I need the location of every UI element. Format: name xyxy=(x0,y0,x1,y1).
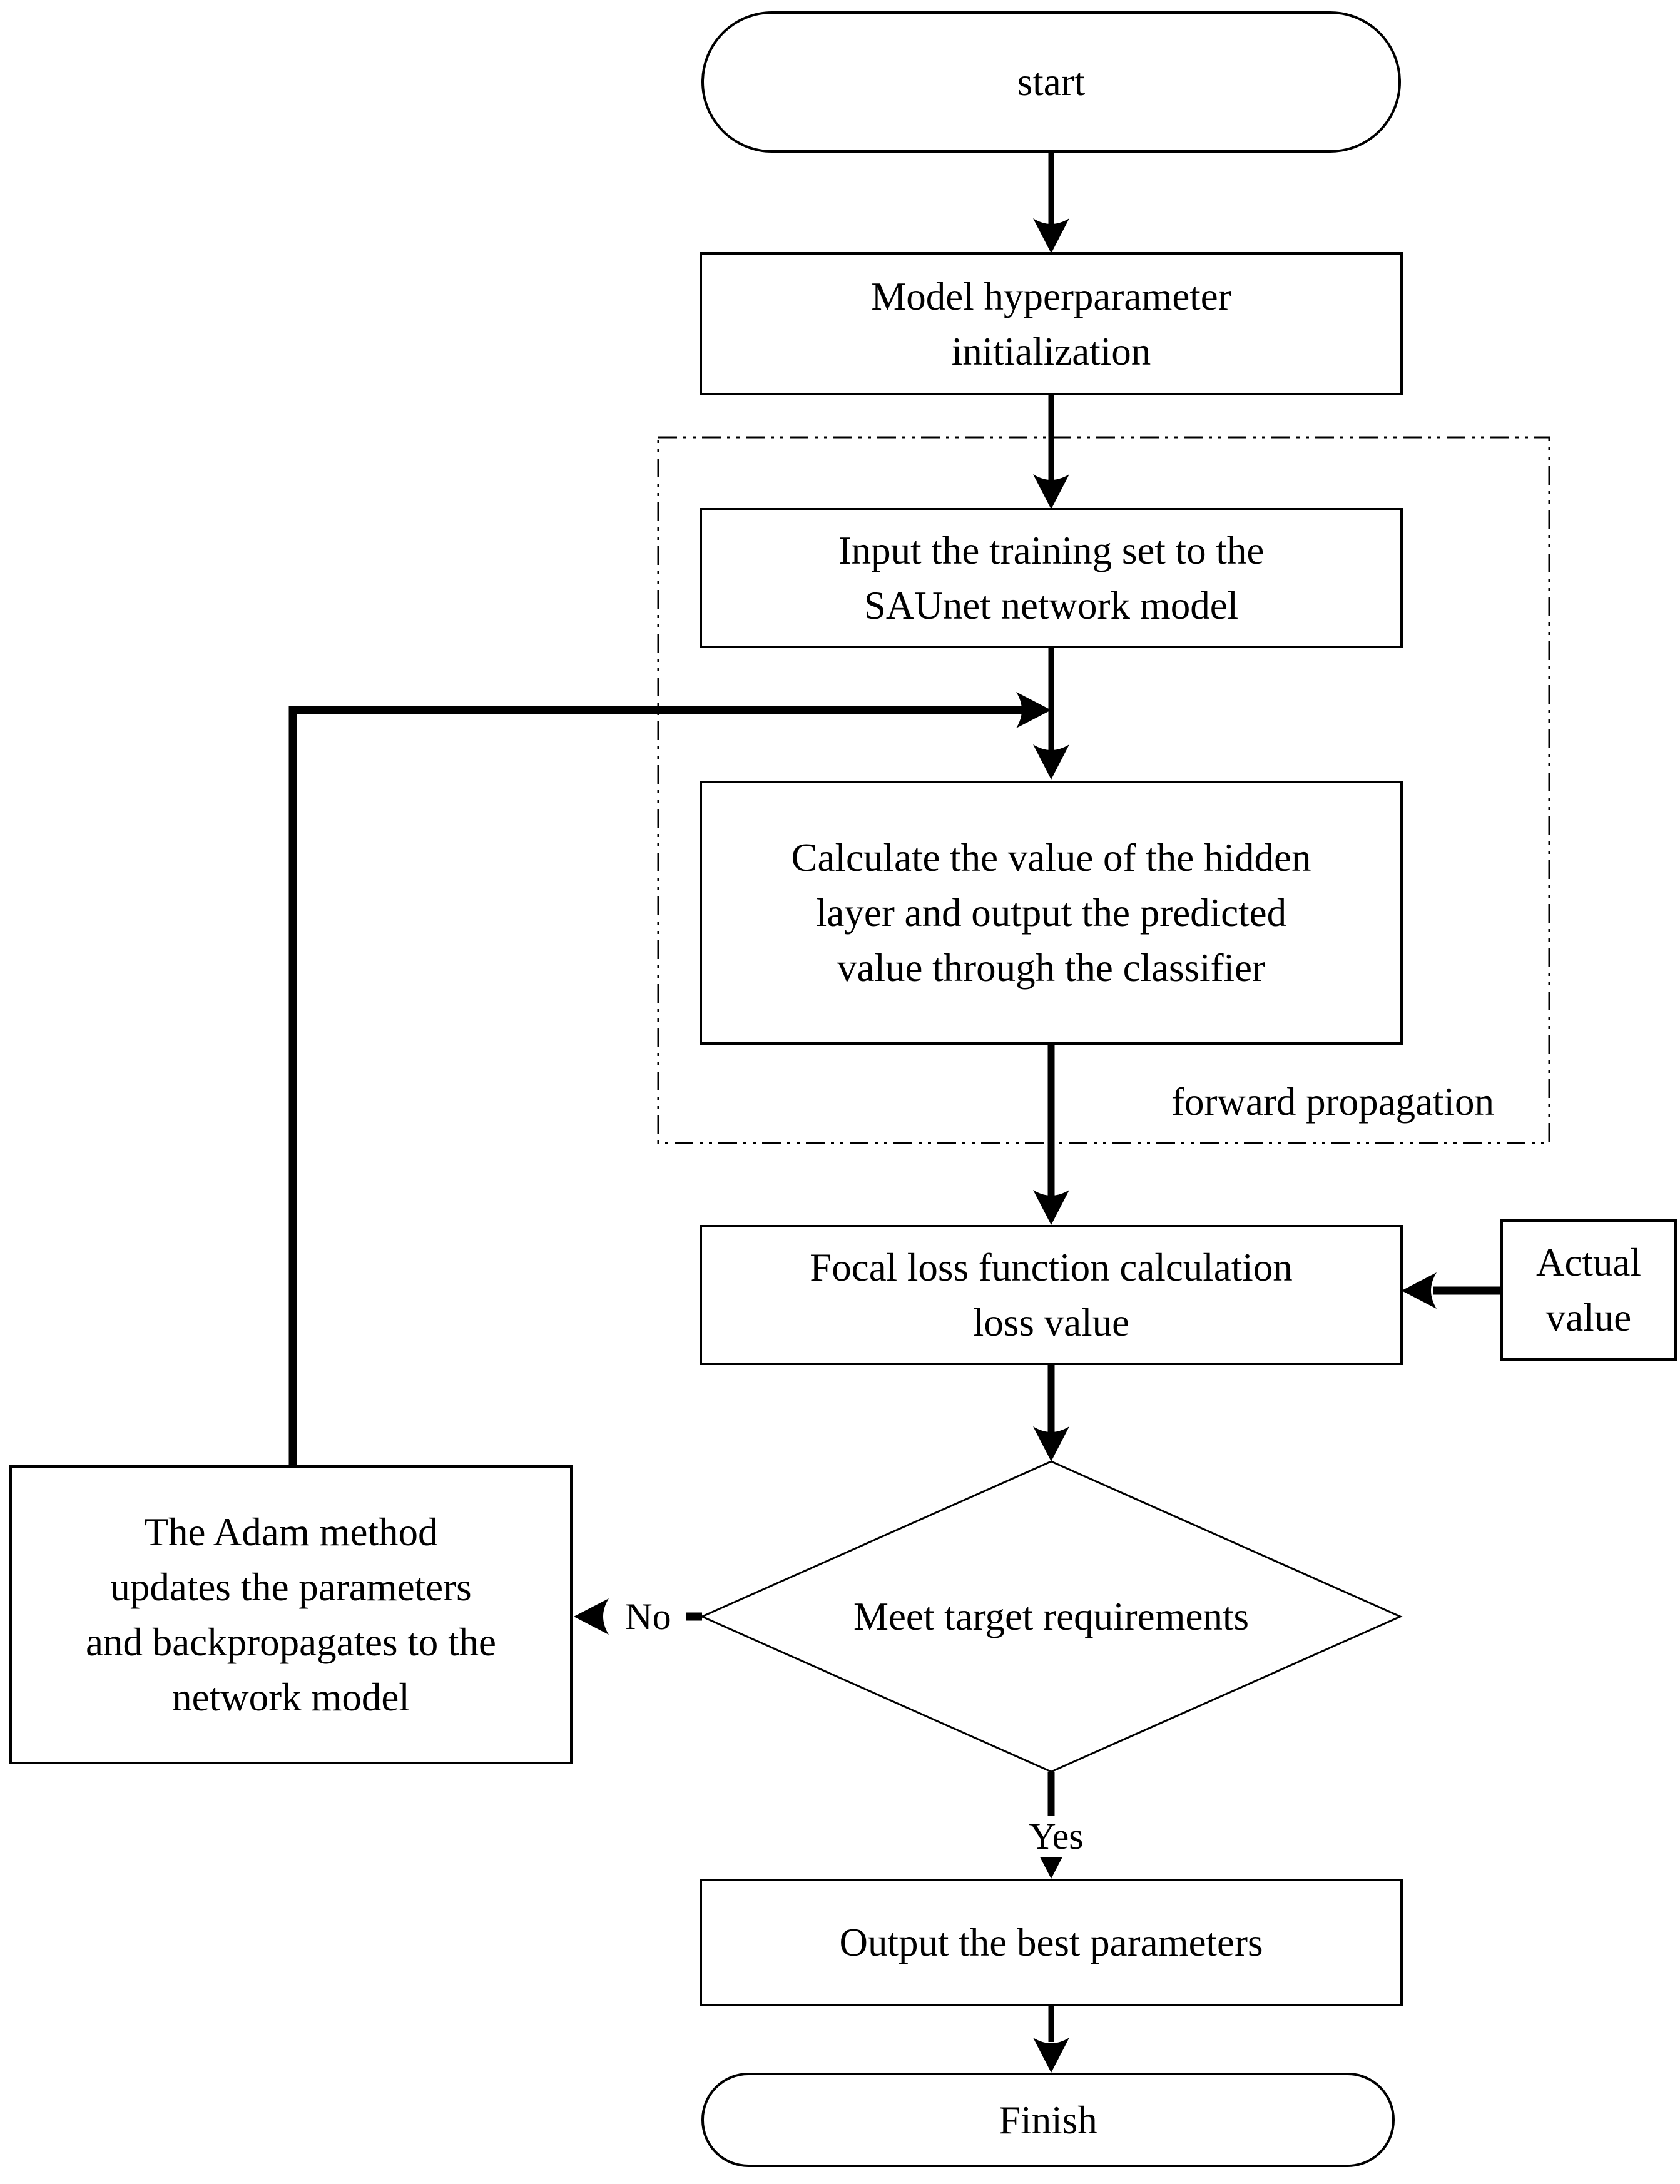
arrowhead-left-icon xyxy=(574,1598,609,1635)
arrowhead-down-icon xyxy=(1033,1426,1069,1461)
feedback-loop-line xyxy=(288,706,1031,1466)
start-node-shape xyxy=(701,11,1401,153)
arrowhead-down-icon xyxy=(1033,744,1069,780)
feedback-arrowhead-right-icon xyxy=(1016,692,1051,728)
forward-propagation-container xyxy=(657,436,1550,1144)
input-training-node-shape xyxy=(700,508,1403,648)
adam-update-node-shape xyxy=(9,1465,573,1764)
arrowhead-down-icon xyxy=(1033,474,1069,509)
arrowhead-down-icon xyxy=(1033,1190,1069,1225)
arrowhead-down-icon xyxy=(1033,1844,1069,1879)
output-best-node-shape xyxy=(700,1879,1403,2006)
focal-loss-node-shape xyxy=(700,1225,1403,1365)
decision-diamond-shape xyxy=(700,1460,1403,1773)
finish-node-shape xyxy=(701,2073,1395,2167)
arrowhead-down-icon xyxy=(1033,218,1069,253)
calculate-node-shape xyxy=(700,781,1403,1045)
model-init-node-shape xyxy=(700,252,1403,395)
arrowhead-down-icon xyxy=(1033,2038,1069,2073)
actual-value-node-shape xyxy=(1500,1219,1677,1361)
arrowhead-left-icon xyxy=(1402,1272,1437,1309)
